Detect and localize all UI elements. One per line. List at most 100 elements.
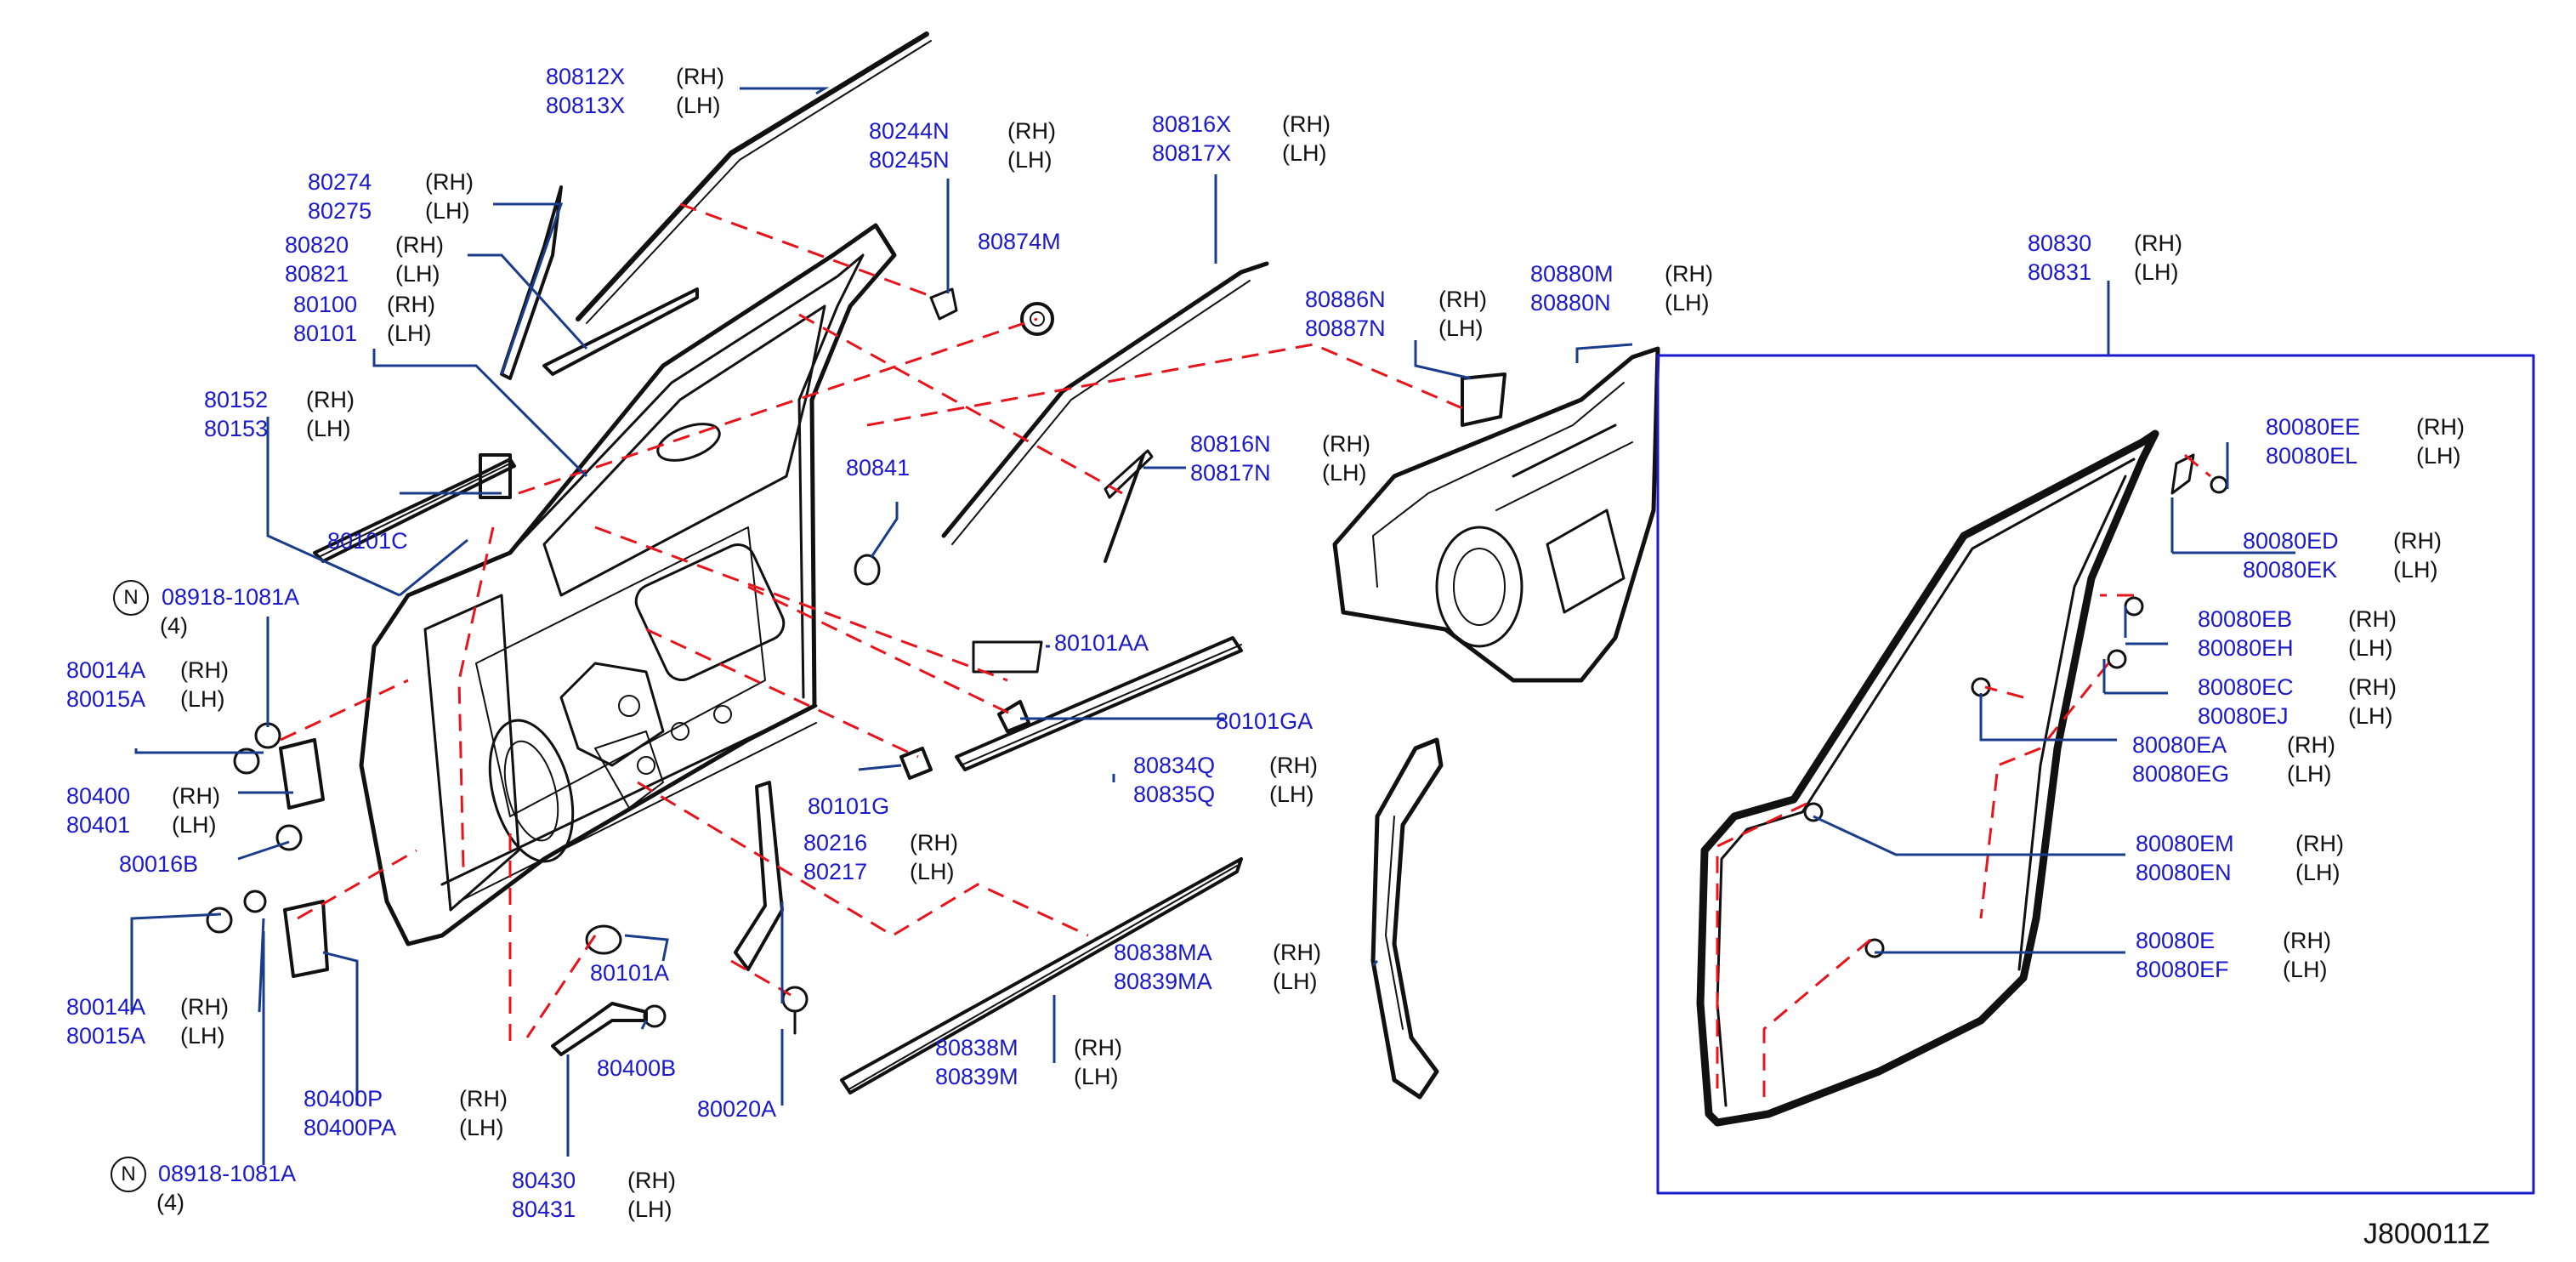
nut-count: (4): [160, 613, 188, 639]
part-number-rh: 80838MA: [1114, 940, 1212, 965]
side-label-rh: (RH): [627, 1168, 676, 1193]
part-number-lh: 80080EH: [2198, 635, 2294, 661]
part-number-rh: 80830: [2028, 230, 2092, 256]
side-label-lh: (LH): [2348, 635, 2393, 661]
part-number-rh: 80400P: [304, 1086, 383, 1111]
diagram-reference: J800011Z: [2363, 1218, 2490, 1250]
side-label-lh: (LH): [459, 1115, 504, 1140]
part-number-rh: 80812X: [546, 64, 626, 89]
side-label-lh: (LH): [1074, 1064, 1119, 1089]
side-label-rh: (RH): [395, 232, 444, 258]
part-number-rh: 80080EE: [2266, 414, 2361, 440]
part-label: 80101C: [327, 528, 408, 554]
part-number-lh: 80101: [293, 321, 358, 346]
side-label-rh: (RH): [387, 292, 435, 317]
part-number-rh: 80014A: [66, 657, 146, 683]
sash-tape: [1104, 449, 1154, 563]
side-label-lh: (LH): [2134, 259, 2179, 285]
side-label-rh: (RH): [2283, 928, 2331, 953]
part-number-lh: 80831: [2028, 259, 2092, 285]
side-label-lh: (LH): [387, 321, 432, 346]
side-label-rh: (RH): [676, 64, 724, 89]
side-label-rh: (RH): [172, 783, 220, 809]
side-label-rh: (RH): [2348, 674, 2397, 700]
side-label-rh: (RH): [1273, 940, 1321, 965]
side-label-lh: (LH): [306, 416, 351, 441]
side-label-lh: (LH): [1007, 147, 1053, 173]
door-weatherstrip-upper: [941, 261, 1269, 545]
part-label: 80841: [846, 455, 911, 480]
part-number-lh: 80015A: [66, 1023, 146, 1049]
side-label-lh: (LH): [1322, 460, 1367, 486]
sash-outer-moulding: [542, 287, 699, 376]
side-label-lh: (LH): [1282, 140, 1327, 166]
part-number-lh: 80839MA: [1114, 969, 1212, 994]
nut-part-number: 08918-1081A: [158, 1161, 297, 1186]
side-label-lh: (LH): [172, 812, 217, 838]
side-label-lh: (LH): [180, 686, 225, 712]
part-number-lh: 80431: [512, 1197, 576, 1222]
part-number-lh: 80817N: [1190, 460, 1271, 486]
part-number-lh: 80880N: [1530, 290, 1611, 316]
side-label-lh: (LH): [2348, 703, 2393, 729]
side-label-rh: (RH): [910, 830, 958, 856]
side-label-rh: (RH): [2287, 732, 2335, 758]
part-number-lh: 80839M: [935, 1064, 1018, 1089]
side-label-rh: (RH): [1322, 431, 1370, 457]
part-number-rh: 80430: [512, 1168, 576, 1193]
part-number-lh: 80821: [285, 261, 349, 287]
side-label-lh: (LH): [1438, 316, 1484, 341]
side-label-lh: (LH): [910, 859, 955, 884]
part-number-lh: 80015A: [66, 686, 146, 712]
part-number-rh: 80152: [204, 387, 269, 412]
nut-symbol-icon: N: [113, 580, 149, 616]
side-label-lh: (LH): [676, 93, 721, 118]
side-label-lh: (LH): [1273, 969, 1318, 994]
part-number-rh: 80274: [308, 169, 372, 195]
side-label-lh: (LH): [180, 1023, 225, 1049]
part-number-lh: 80080EG: [2132, 761, 2230, 787]
door-shell: [359, 223, 897, 946]
side-label-rh: (RH): [1269, 753, 1318, 778]
part-number-rh: 80838M: [935, 1035, 1018, 1060]
part-number-rh: 80834Q: [1133, 753, 1216, 778]
side-weatherstrip: [1370, 737, 1444, 1100]
part-number-lh: 80153: [204, 416, 269, 441]
side-label-rh: (RH): [425, 169, 474, 195]
side-label-rh: (RH): [1074, 1035, 1122, 1060]
part-number-rh: 80886N: [1305, 287, 1386, 312]
reference-lines: [280, 202, 2211, 1097]
leader-lines: [130, 87, 2295, 1165]
part-number-rh: 80080EM: [2136, 831, 2234, 856]
part-number-rh: 80080ED: [2243, 528, 2339, 554]
side-label-lh: (LH): [425, 198, 470, 224]
part-number-lh: 80080EK: [2243, 557, 2338, 583]
nut-part-number: 08918-1081A: [162, 584, 300, 610]
side-label-lh: (LH): [1665, 290, 1710, 316]
side-label-lh: (LH): [2416, 443, 2461, 469]
part-number-lh: 80080EJ: [2198, 703, 2289, 729]
part-number-lh: 80080EL: [2266, 443, 2358, 469]
belt-moulding-inner: [955, 636, 1243, 771]
part-number-rh: 80816X: [1152, 111, 1232, 137]
side-label-rh: (RH): [1007, 118, 1056, 144]
side-label-rh: (RH): [180, 994, 229, 1020]
side-label-rh: (RH): [306, 387, 355, 412]
part-number-rh: 80014A: [66, 994, 146, 1020]
side-label-lh: (LH): [395, 261, 440, 287]
part-number-rh: 80820: [285, 232, 349, 258]
part-label: 80101A: [590, 960, 670, 986]
part-number-rh: 80400: [66, 783, 131, 809]
part-number-rh: 80080EC: [2198, 674, 2294, 700]
belt-weatherstrip-lower: [840, 857, 1243, 1094]
side-label-rh: (RH): [1665, 261, 1713, 287]
side-label-rh: (RH): [2134, 230, 2182, 256]
part-number-lh: 80400PA: [304, 1115, 397, 1140]
part-number-lh: 80817X: [1152, 140, 1232, 166]
side-label-rh: (RH): [2393, 528, 2442, 554]
side-label-rh: (RH): [2416, 414, 2465, 440]
part-number-lh: 80275: [308, 198, 372, 224]
part-number-rh: 80880M: [1530, 261, 1614, 287]
side-label-rh: (RH): [180, 657, 229, 683]
